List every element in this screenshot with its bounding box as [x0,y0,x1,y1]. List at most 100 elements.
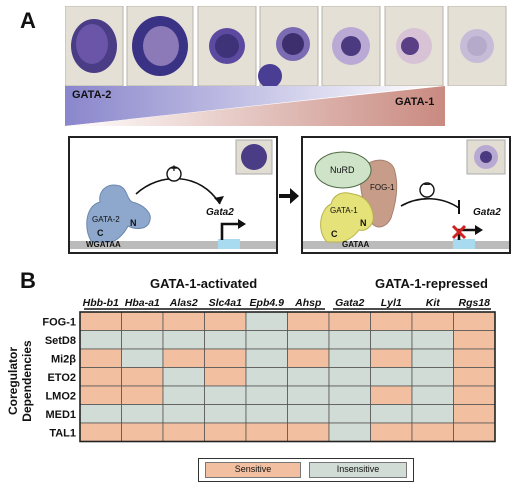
cell-insensitive [121,348,164,368]
row-label: ETO2 [47,372,76,384]
panel-b-letter: B [20,268,36,293]
cell-image-4 [258,5,319,88]
transition-arrow [279,188,301,209]
cell-insensitive [204,404,247,424]
cell-sensitive [162,311,205,331]
cell-sensitive [453,385,496,405]
right-gene-label: Gata2 [473,207,501,218]
cell-sensitive [121,422,164,442]
cell-insensitive [245,404,288,424]
cell-image-6 [384,5,444,87]
transition-arrow-svg [279,188,299,204]
side-label-rotated: Coregulator Dependencies [6,340,34,421]
cell-sensitive [121,385,164,405]
legend-sensitive-label: Sensitive [234,464,272,474]
repression-sign-circle [419,182,435,198]
row-label: LMO2 [45,390,76,402]
gata2-gradient-label: GATA-2 [72,89,112,101]
gata-gradient [65,86,445,126]
gata1-mechanism-svg [303,139,509,249]
cell-insensitive [121,404,164,424]
gata2-c-terminus: C [97,228,104,238]
side-label: Coregulator Dependencies [2,311,38,451]
legend-insensitive-label: Insensitive [336,464,380,474]
row-label: TAL1 [49,427,76,439]
cell-sensitive [453,348,496,368]
cell-insensitive [370,404,413,424]
cell-insensitive [411,367,454,387]
cell-sensitive [204,367,247,387]
cell-insensitive [204,385,247,405]
cell-sensitive [79,422,122,442]
row-label: SetD8 [45,335,76,347]
cell-sensitive [79,348,122,368]
panel-a-letter: A [20,8,36,33]
cell-sensitive [453,330,496,350]
cell-insensitive [79,330,122,350]
promoter-highlight [218,239,240,249]
gata1-mechanism-box [301,136,511,254]
cell-sensitive [162,422,205,442]
repressed-group-label: GATA-1-repressed [375,276,488,291]
cell-insensitive [162,404,205,424]
row-label: FOG-1 [42,316,76,328]
cell-sensitive [453,404,496,424]
cell-insensitive [245,367,288,387]
cell-insensitive [328,422,371,442]
cell-sensitive [245,422,288,442]
cell-sensitive [370,422,413,442]
cell-sensitive [79,367,122,387]
cell-sensitive [204,311,247,331]
activation-arrow [135,177,221,205]
cell-insensitive [245,348,288,368]
cell-insensitive [411,330,454,350]
activation-sign-circle [166,166,182,182]
cell-sensitive [411,422,454,442]
cell-insensitive [411,385,454,405]
cell-insensitive [245,385,288,405]
cell-sensitive [79,311,122,331]
cell-insensitive [287,385,330,405]
cell-insensitive [370,367,413,387]
legend-insensitive-swatch [309,462,407,478]
legend-sensitive-swatch [205,462,301,478]
gata2-gradient-wedge [65,86,435,126]
cell-insensitive [162,367,205,387]
gata1-protein-shape [320,192,374,243]
gene-header: Lyl1 [381,297,402,309]
cell-insensitive [162,385,205,405]
legend: Sensitive Insensitive [198,458,414,482]
fog1-label: FOG-1 [370,183,395,192]
promoter-highlight-right [453,239,475,249]
cell-insensitive [204,330,247,350]
gata1-motif-label: GATAA [342,240,370,249]
gene-header: Epb4.9 [250,297,285,309]
cell-sensitive [411,311,454,331]
gata2-mechanism-box [68,136,278,254]
cell-insensitive [245,311,288,331]
gene-header: Slc4a1 [209,297,242,309]
dna-strand-right [303,241,509,249]
cell-sensitive [287,422,330,442]
side-label-line1: Coregulator [6,347,20,416]
gata1-protein-label: GATA-1 [330,206,358,215]
cell-image-7 [447,5,507,87]
dna-strand [70,241,276,249]
cell-sensitive [162,348,205,368]
nurd-label: NuRD [330,165,355,175]
cell-image-2 [126,5,194,87]
activation-sign: + [170,163,178,175]
gata2-n-terminus: N [130,218,137,228]
gata1-gradient-wedge [65,86,445,126]
cell-insensitive [328,367,371,387]
gata1-c-terminus: C [331,229,338,239]
nurd-shape [314,151,372,189]
cell-sensitive [453,422,496,442]
cell-insensitive [328,385,371,405]
cell-sensitive [328,311,371,331]
grid-border [79,311,496,443]
gata1-gradient-label: GATA-1 [395,96,435,108]
cell-insensitive [121,330,164,350]
activated-group-label: GATA-1-activated [150,276,258,291]
